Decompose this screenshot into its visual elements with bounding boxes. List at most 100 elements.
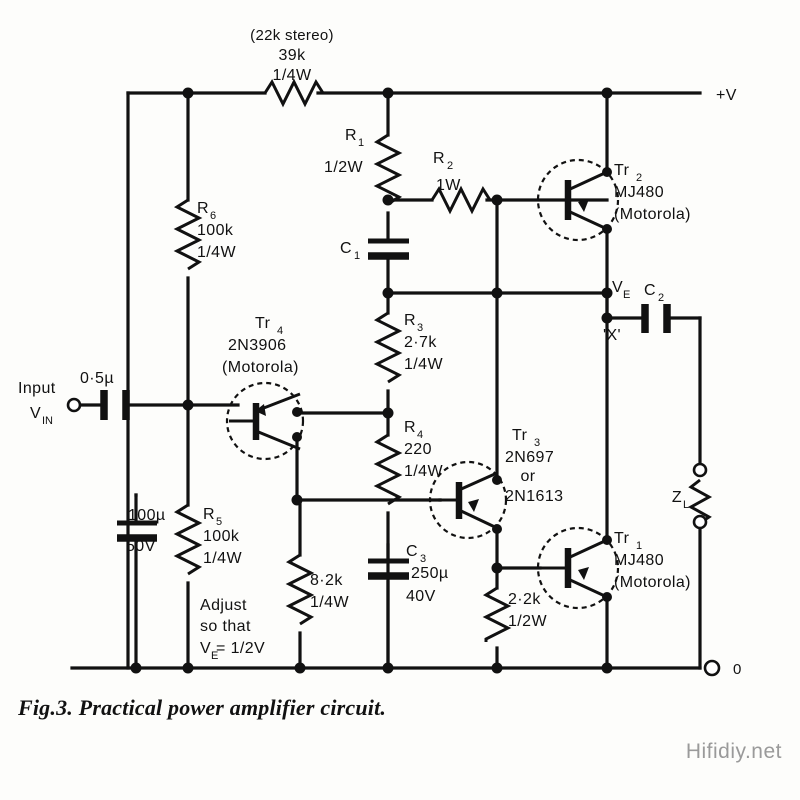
label-r2-name: R <box>433 150 445 167</box>
label-8k2: 8·2k 1/4W <box>310 572 349 611</box>
label-cin-value: 0·5µ <box>80 370 114 387</box>
label-input-text: Input <box>18 380 56 397</box>
label-tr3-alt-word: or <box>520 468 535 485</box>
label-c100u-value: 100µ <box>128 507 166 524</box>
label-tr1-sub: 1 <box>636 540 642 552</box>
resistor-r2 <box>430 185 492 215</box>
label-c2-name: C <box>644 282 656 299</box>
label-tr3-sub: 3 <box>534 437 540 449</box>
label-capacitor-input: 0·5µ <box>80 370 114 387</box>
load-impedance <box>687 462 713 530</box>
label-tr1-part: MJ480 <box>614 552 664 569</box>
transistor-tr1 <box>536 526 620 610</box>
label-supply-positive: +V <box>716 87 736 104</box>
label-input-vin-sub: IN <box>42 415 53 427</box>
note-adjust-line1: Adjust <box>200 597 247 614</box>
label-c3-power: 40V <box>406 588 436 605</box>
label-r4-name: R <box>404 419 416 436</box>
label-tr3-part: 2N697 <box>505 449 554 466</box>
label-c2-sub: 2 <box>658 292 664 304</box>
capacitor-100u <box>117 520 157 542</box>
label-r3: R 3 2·7k 1/4W <box>404 312 443 373</box>
resistor-39k <box>263 78 325 108</box>
label-r2-power: 1W <box>436 177 461 194</box>
label-r5-power: 1/4W <box>203 550 242 567</box>
label-load: Z L <box>672 489 689 511</box>
label-tr1: Tr 1 MJ480 (Motorola) <box>614 530 691 591</box>
label-input-vin: V <box>30 405 41 422</box>
label-r3-name: R <box>404 312 416 329</box>
label-r6-name: R <box>197 200 209 217</box>
note-adjust-line3-sub: E <box>211 650 218 662</box>
label-tr3-name: Tr <box>512 427 528 444</box>
note-adjust: Adjust so that V E = 1/2V <box>200 597 265 662</box>
resistor-2k2 <box>482 586 512 642</box>
note-adjust-line3-rest: = 1/2V <box>216 640 265 657</box>
label-tr4-part: 2N3906 <box>228 337 286 354</box>
label-r5-value: 100k <box>203 528 240 545</box>
label-r6-power: 1/4W <box>197 244 236 261</box>
label-c3: C 3 250µ 40V <box>406 543 449 605</box>
label-tr1-maker: (Motorola) <box>614 574 691 591</box>
resistor-r3 <box>373 311 403 384</box>
label-2k2-power: 1/2W <box>508 613 547 630</box>
label-tr2-maker: (Motorola) <box>614 206 691 223</box>
label-r4-value: 220 <box>404 441 432 458</box>
resistor-r4 <box>373 433 403 506</box>
label-c3-sub: 3 <box>420 553 426 565</box>
label-r6: R 6 100k 1/4W <box>197 200 236 261</box>
label-tr3: Tr 3 2N697 or 2N1613 <box>505 427 563 505</box>
label-ve-name: V <box>612 279 623 296</box>
label-tr1-name: Tr <box>614 530 630 547</box>
label-r1-sub: 1 <box>358 137 364 149</box>
label-c1-sub: 1 <box>354 250 360 262</box>
label-x-text: 'X' <box>603 327 621 344</box>
label-node-ve: V E <box>612 279 630 301</box>
label-r4: R 4 220 1/4W <box>404 419 443 480</box>
label-r6-value: 100k <box>197 222 234 239</box>
label-capacitor-100u: 100µ 50V <box>126 507 166 555</box>
label-tr4: Tr 4 2N3906 (Motorola) <box>222 315 299 376</box>
label-r4-sub: 4 <box>417 429 423 441</box>
capacitor-c2 <box>641 304 671 333</box>
label-2k2: 2·2k 1/2W <box>508 591 547 630</box>
watermark: Hifidiy.net <box>685 740 782 763</box>
label-r1: R 1 1/2W <box>324 127 364 176</box>
label-r2-sub: 2 <box>447 160 453 172</box>
label-c1: C 1 <box>340 240 360 262</box>
label-c3-value: 250µ <box>411 565 449 582</box>
label-ground-text: 0 <box>733 661 742 678</box>
label-r4-power: 1/4W <box>404 463 443 480</box>
label-tr4-sub: 4 <box>277 325 283 337</box>
transistor-tr3 <box>428 460 508 540</box>
label-39k-power: 1/4W <box>273 67 312 84</box>
label-39k-note: (22k stereo) <box>250 27 334 44</box>
wiring <box>70 91 702 670</box>
label-load-sub: L <box>683 499 689 511</box>
label-c3-name: C <box>406 543 418 560</box>
label-ve-sub: E <box>623 289 630 301</box>
label-c100u-power: 50V <box>126 538 156 555</box>
transistor-tr2 <box>536 158 620 242</box>
label-r5: R 5 100k 1/4W <box>203 506 242 567</box>
note-adjust-line2: so that <box>200 618 251 635</box>
label-tr2-part: MJ480 <box>614 184 664 201</box>
label-r1-power: 1/2W <box>324 159 363 176</box>
capacitor-c1 <box>368 238 409 260</box>
label-r3-value: 2·7k <box>404 334 437 351</box>
label-8k2-value: 8·2k <box>310 572 343 589</box>
terminal-markers <box>66 397 721 677</box>
label-ground: 0 <box>733 661 742 678</box>
label-2k2-value: 2·2k <box>508 591 541 608</box>
label-tr2-sub: 2 <box>636 172 642 184</box>
label-r1-name: R <box>345 127 357 144</box>
label-r5-sub: 5 <box>216 516 222 528</box>
label-resistor-39k: (22k stereo) 39k 1/4W <box>250 27 334 84</box>
label-r6-sub: 6 <box>210 210 216 222</box>
label-tr4-maker: (Motorola) <box>222 359 299 376</box>
junction-dots <box>130 87 613 674</box>
transistor-tr4 <box>225 381 305 461</box>
resistor-r6 <box>173 198 203 271</box>
label-r5-name: R <box>203 506 215 523</box>
resistor-8k2 <box>285 553 315 626</box>
